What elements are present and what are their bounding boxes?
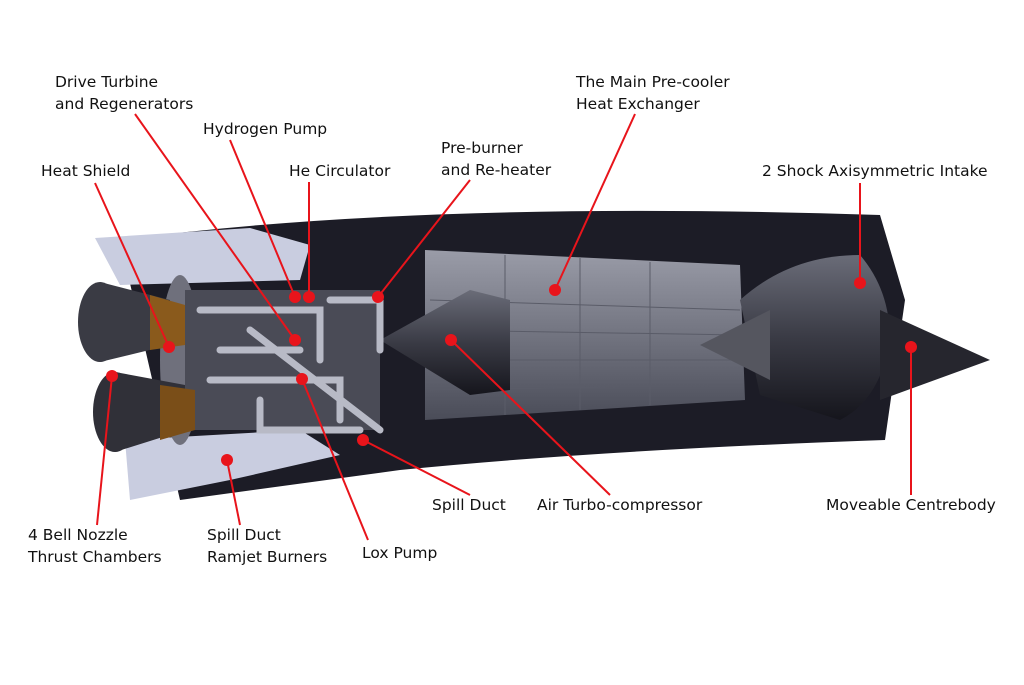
dot-lox-pump	[296, 373, 308, 385]
turbo-compressor-cone	[380, 290, 510, 395]
label-drive-turbine: Drive Turbine and Regenerators	[55, 71, 193, 115]
label-lox-pump: Lox Pump	[362, 544, 438, 562]
dot-precooler	[549, 284, 561, 296]
dot-he-circulator	[303, 291, 315, 303]
label-spill-duct: Spill Duct	[432, 496, 506, 514]
dot-hydrogen-pump	[289, 291, 301, 303]
label-pre-burner: Pre-burner and Re-heater	[441, 137, 551, 181]
label-turbo-compressor: Air Turbo-compressor	[537, 496, 703, 514]
dot-heat-shield	[163, 341, 175, 353]
lower-spill-duct	[125, 430, 340, 500]
label-hydrogen-pump: Hydrogen Pump	[203, 120, 328, 138]
dot-nozzles	[106, 370, 118, 382]
label-line: Spill Duct	[207, 526, 281, 544]
label-line: Heat Exchanger	[576, 95, 700, 113]
label-line: and Regenerators	[55, 95, 194, 113]
centrebody-cone	[880, 310, 990, 400]
upper-heat-shield	[95, 228, 310, 285]
label-line: 4 Bell Nozzle	[28, 526, 128, 544]
leader-lines	[94, 113, 912, 541]
label-line: Pre-burner	[441, 139, 523, 157]
dot-pre-burner	[372, 291, 384, 303]
dot-centrebody	[905, 341, 917, 353]
dot-turbo-compressor	[445, 334, 457, 346]
dot-ramjet	[221, 454, 233, 466]
label-line: Drive Turbine	[55, 73, 159, 91]
label-heat-shield: Heat Shield	[41, 162, 131, 180]
intake-cowl	[740, 255, 890, 420]
label-line: The Main Pre-cooler	[576, 73, 730, 91]
label-intake: 2 Shock Axisymmetric Intake	[762, 162, 988, 180]
dot-intake	[854, 277, 866, 289]
label-centrebody: Moveable Centrebody	[826, 496, 996, 514]
dot-drive-turbine	[289, 334, 301, 346]
label-line: and Re-heater	[441, 161, 552, 179]
intake-spike	[700, 310, 770, 380]
label-line: Ramjet Burners	[207, 548, 328, 566]
label-line: Thrust Chambers	[28, 548, 162, 566]
dot-spill-duct	[357, 434, 369, 446]
marker-dots	[106, 277, 917, 466]
label-he-circulator: He Circulator	[289, 162, 391, 180]
